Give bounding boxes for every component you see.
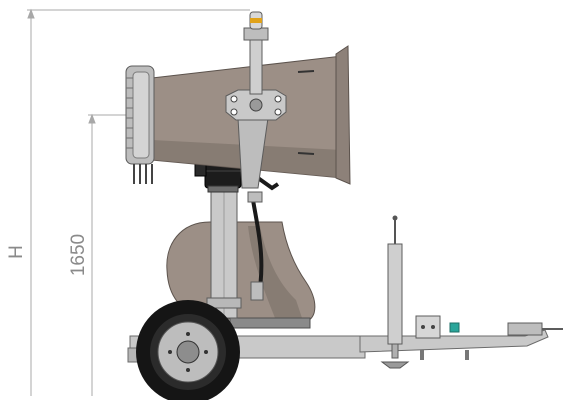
support-leg-knob (392, 215, 398, 221)
junction-box (415, 315, 441, 339)
pivot-yoke (225, 89, 287, 189)
wheel-nut (186, 332, 190, 336)
barrel-slot (297, 152, 315, 155)
support-leg (380, 215, 410, 369)
wheel-nut (204, 350, 208, 354)
pivot-bolt (274, 108, 282, 116)
dimension-lines (27, 8, 250, 396)
support-leg-tube (387, 243, 403, 345)
support-leg-inner (391, 343, 399, 359)
fan-grille-inner (132, 71, 150, 159)
height-arrow-head (27, 8, 35, 19)
mast-collar (206, 297, 242, 309)
yoke-arm (237, 117, 269, 189)
hose-fitting (250, 281, 264, 301)
pivot-bolt (274, 95, 282, 103)
pivot-hub (249, 98, 263, 112)
clearance-arrow-head (88, 113, 96, 124)
fan-grille-ribs (126, 77, 133, 149)
tow-coupling (507, 322, 543, 336)
wheel-hub (176, 340, 200, 364)
top-mast-cap (243, 27, 269, 41)
barrel-slot (297, 70, 315, 73)
wheel-nut (168, 350, 172, 354)
hose-fitting (247, 191, 263, 203)
drawbar (359, 329, 549, 353)
barrel-outlet-flare (335, 45, 351, 185)
beacon-light-band (250, 18, 262, 23)
motor-flange (207, 185, 239, 193)
chassis-foot (465, 350, 469, 360)
spray-nozzles (133, 164, 153, 184)
trailer-wheel (136, 300, 240, 400)
pump-base-plate (229, 317, 311, 329)
top-mast (243, 11, 269, 95)
clearance-label: 1650 (68, 234, 89, 276)
wheel-nut (186, 368, 190, 372)
height-label: H (6, 245, 27, 259)
sensor-unit (449, 322, 460, 333)
pivot-bolt (230, 108, 238, 116)
fan-intake (125, 65, 155, 184)
chassis-foot (420, 350, 424, 360)
valve-handle (256, 176, 280, 191)
junction-box-bolt (421, 325, 425, 329)
support-leg-foot (380, 361, 410, 369)
top-mast-pole (249, 37, 263, 95)
junction-box-bolt (431, 325, 435, 329)
hydraulic-hose (247, 176, 280, 301)
mast (206, 187, 242, 319)
pivot-bolt (230, 95, 238, 103)
